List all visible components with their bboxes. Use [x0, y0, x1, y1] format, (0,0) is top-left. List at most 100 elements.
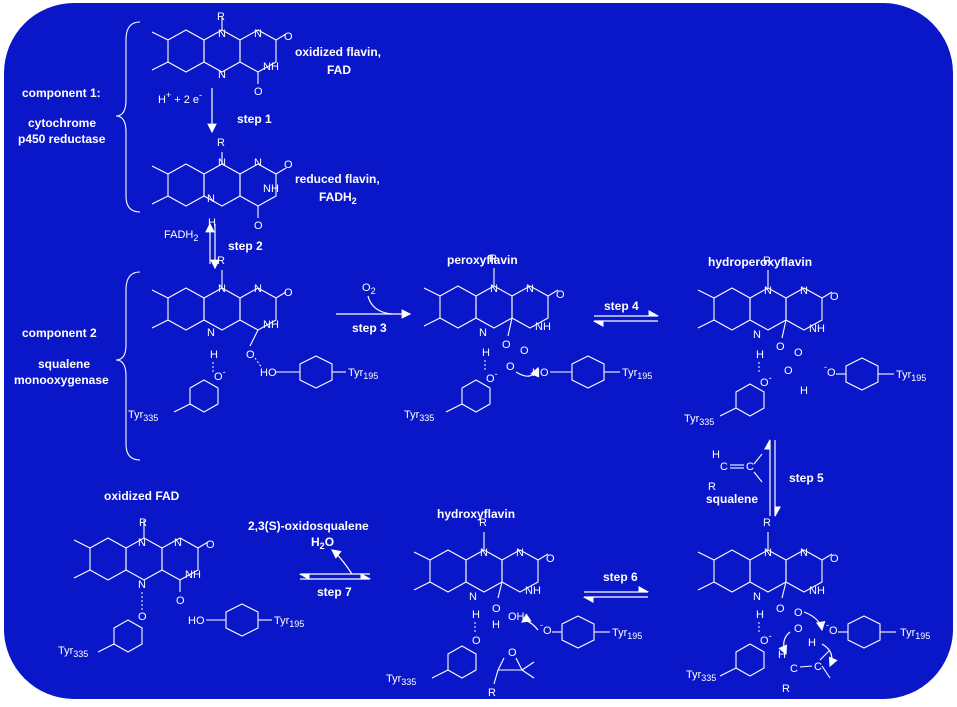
- label-step4: step 4: [604, 299, 639, 313]
- atom-o: O: [794, 623, 803, 635]
- flavin-transition-state: R N N O NH N H O O O H H C C R O- -O Tyr…: [686, 517, 930, 695]
- atom-ho: HO: [188, 615, 205, 627]
- atom-n: N: [174, 537, 182, 549]
- atom-o-minus: -O: [540, 620, 552, 637]
- flavin-enzyme-complex: R N N O NH O N H O- Tyr335 HO Tyr195: [128, 255, 378, 423]
- atom-c: C: [814, 661, 822, 673]
- atom-n: N: [218, 157, 226, 169]
- atom-n: N: [218, 28, 226, 40]
- label-step2: step 2: [228, 239, 263, 253]
- flavin-hydroxy: R N N O NH N H O H OH O -O Tyr335 Tyr195…: [386, 517, 642, 699]
- atom-o: O: [492, 603, 501, 615]
- label-fadh2-side: FADH2: [164, 229, 198, 243]
- label-tyr195: Tyr195: [348, 367, 378, 381]
- atom-o: O: [520, 345, 529, 357]
- atom-n: N: [254, 28, 262, 40]
- panel-background: [4, 3, 953, 699]
- atom-o: O: [776, 603, 785, 615]
- label-step7: step 7: [317, 585, 352, 599]
- atom-o-minus: O-: [760, 631, 772, 647]
- atom-nh: NH: [263, 61, 279, 73]
- atom-n: N: [138, 579, 146, 591]
- atom-o: O: [556, 289, 565, 301]
- atom-o: O: [176, 595, 185, 607]
- flavin-reduced: R N N O NH O N H: [151, 137, 293, 232]
- atom-o: O: [784, 365, 793, 377]
- atom-nh: NH: [263, 319, 279, 331]
- atom-n: N: [526, 283, 534, 295]
- atom-r: R: [217, 11, 225, 23]
- atom-o-minus: -O: [826, 620, 838, 637]
- atom-o: O: [284, 159, 293, 171]
- atom-n: N: [480, 547, 488, 559]
- atom-n: N: [479, 327, 487, 339]
- svg-text:C: C: [720, 461, 728, 473]
- label-tyr335: Tyr335: [404, 409, 434, 423]
- label-tyr195: Tyr195: [612, 627, 642, 641]
- flavin-oxidized: R N N O NH O N: [151, 11, 293, 98]
- label-hydroperoxyflavin: hydroperoxyflavin: [708, 255, 812, 269]
- atom-o: O: [794, 347, 803, 359]
- atom-r: R: [488, 687, 496, 699]
- atom-n: N: [207, 327, 215, 339]
- atom-h: H: [492, 619, 500, 631]
- label-step1: step 1: [237, 112, 272, 126]
- label-oxidosqualene: 2,3(S)-oxidosqualene: [248, 519, 369, 533]
- atom-o-minus: -O: [824, 362, 836, 379]
- atom-n: N: [218, 69, 226, 81]
- label-o2: O2: [362, 282, 376, 296]
- atom-n: N: [800, 547, 808, 559]
- atom-n: N: [753, 329, 761, 341]
- atom-o: O: [546, 553, 555, 565]
- atom-o: O: [246, 349, 255, 361]
- label-hydroxyflavin: hydroxyflavin: [437, 507, 515, 521]
- atom-o-minus: O-: [760, 373, 772, 389]
- atom-o: O: [254, 86, 263, 98]
- atom-n: N: [254, 283, 262, 295]
- squalene-fragment: H C C R: [708, 449, 763, 493]
- atom-n: N: [218, 283, 226, 295]
- atom-nh: NH: [809, 585, 825, 597]
- label-tyr335: Tyr335: [128, 409, 158, 423]
- label-oxidized-flavin: oxidized flavin,: [295, 45, 381, 59]
- brace-component2: [115, 271, 141, 461]
- atom-oh: OH: [508, 611, 525, 623]
- flavin-oxidized-final: R N N O NH O N O Tyr335 HO Tyr195: [58, 517, 304, 659]
- atom-nh: NH: [809, 323, 825, 335]
- label-tyr195: Tyr195: [274, 615, 304, 629]
- atom-o: O: [502, 339, 511, 351]
- label-tyr335: Tyr335: [386, 673, 416, 687]
- svg-text:C: C: [746, 461, 754, 473]
- atom-n: N: [764, 285, 772, 297]
- label-oxidized-fad: oxidized FAD: [104, 489, 180, 503]
- atom-o: O: [472, 635, 481, 647]
- arrow-oxidosqualene-curve: [331, 549, 353, 575]
- atom-o-minus: O-: [214, 367, 226, 383]
- label-tyr335: Tyr335: [58, 645, 88, 659]
- atom-r: R: [782, 683, 790, 695]
- label-tyr195: Tyr195: [900, 627, 930, 641]
- atom-r: R: [139, 517, 147, 529]
- brace-component1: [115, 21, 141, 213]
- atom-o: O: [284, 287, 293, 299]
- label-reduced-flavin: reduced flavin,: [295, 172, 380, 186]
- label-squalene1: squalene: [38, 357, 90, 371]
- atom-r: R: [217, 255, 225, 267]
- atom-o: O: [284, 31, 293, 43]
- atom-o: O: [830, 291, 839, 303]
- atom-h: H: [482, 347, 490, 359]
- atom-r: R: [763, 255, 771, 267]
- svg-text:R: R: [708, 481, 716, 493]
- atom-h: H: [756, 349, 764, 361]
- label-step6: step 6: [603, 570, 638, 584]
- atom-n: N: [207, 193, 215, 205]
- atom-nh: NH: [525, 585, 541, 597]
- label-h-plus-2e: H+ + 2 e-: [158, 90, 202, 106]
- label-squalene: squalene: [706, 492, 758, 506]
- atom-r: R: [763, 517, 771, 529]
- atom-c: C: [790, 663, 798, 675]
- label-peroxyflavin: peroxyflavin: [447, 253, 518, 267]
- atom-h: H: [756, 609, 764, 621]
